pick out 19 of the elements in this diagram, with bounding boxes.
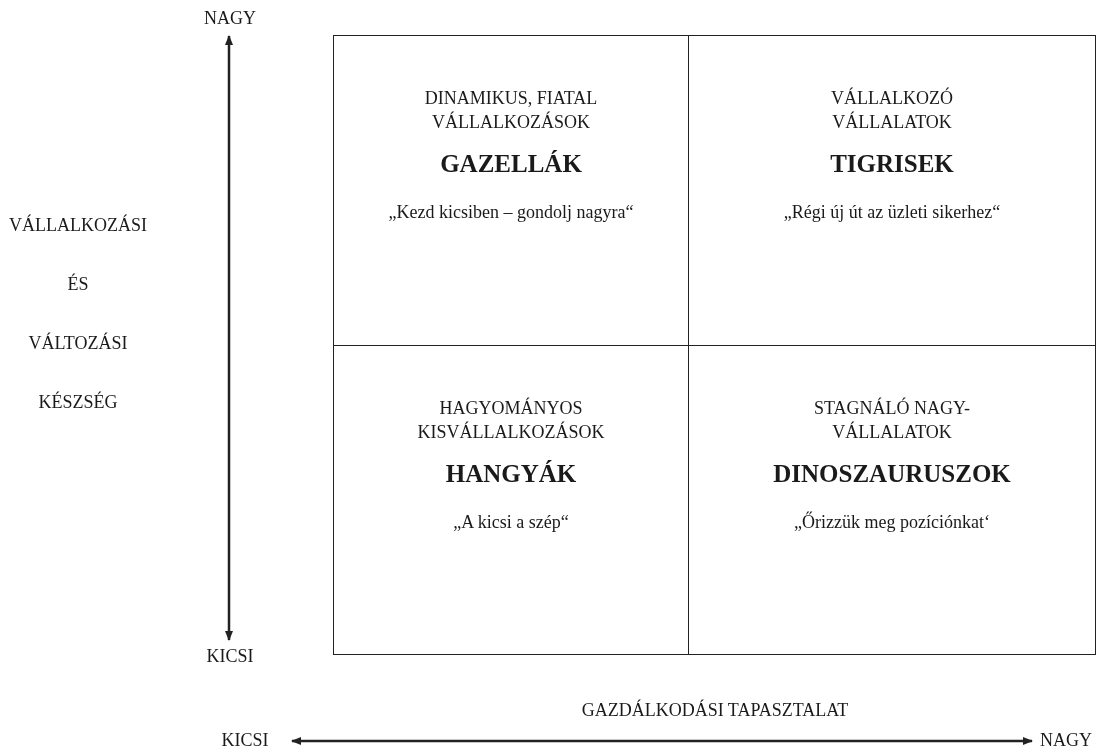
quadrant-title: TIGRISEK	[830, 150, 954, 178]
axis-label: NAGY	[1039, 730, 1093, 751]
category-subtitle: HAGYOMÁNYOS KISVÁLLALKOZÁSOK	[416, 396, 606, 444]
category-subtitle: VÁLLALKOZÓ VÁLLALATOK	[830, 86, 954, 134]
quadrant-title: DINOSZAURUSZOK	[773, 460, 1011, 488]
axis-label: KICSI	[220, 730, 270, 751]
axis-label: KICSI	[205, 646, 255, 667]
quadrant-title: HANGYÁK	[445, 460, 577, 488]
motto-quote: „A kicsi a szép“	[453, 511, 569, 534]
axis-label: VÁLLALKOZÁSI ÉS VÁLTOZÁSI KÉSZSÉG	[8, 213, 148, 414]
motto-quote: „Régi új út az üzleti sikerhez“	[783, 201, 1001, 224]
motto-quote: „Őrizzük meg pozíciónkat‘	[794, 510, 990, 534]
category-subtitle: DINAMIKUS, FIATAL VÁLLALKOZÁSOK	[423, 87, 599, 134]
axis-label: NAGY	[203, 8, 257, 29]
category-subtitle: STAGNÁLÓ NAGY-VÁLLALATOK	[812, 396, 972, 444]
motto-quote: „Kezd kicsiben – gondolj nagyra“	[388, 201, 634, 224]
quadrant-title: GAZELLÁK	[440, 150, 582, 178]
axis-label: GAZDÁLKODÁSI TAPASZTALAT	[580, 700, 850, 721]
matrix-quadrant	[334, 36, 689, 346]
